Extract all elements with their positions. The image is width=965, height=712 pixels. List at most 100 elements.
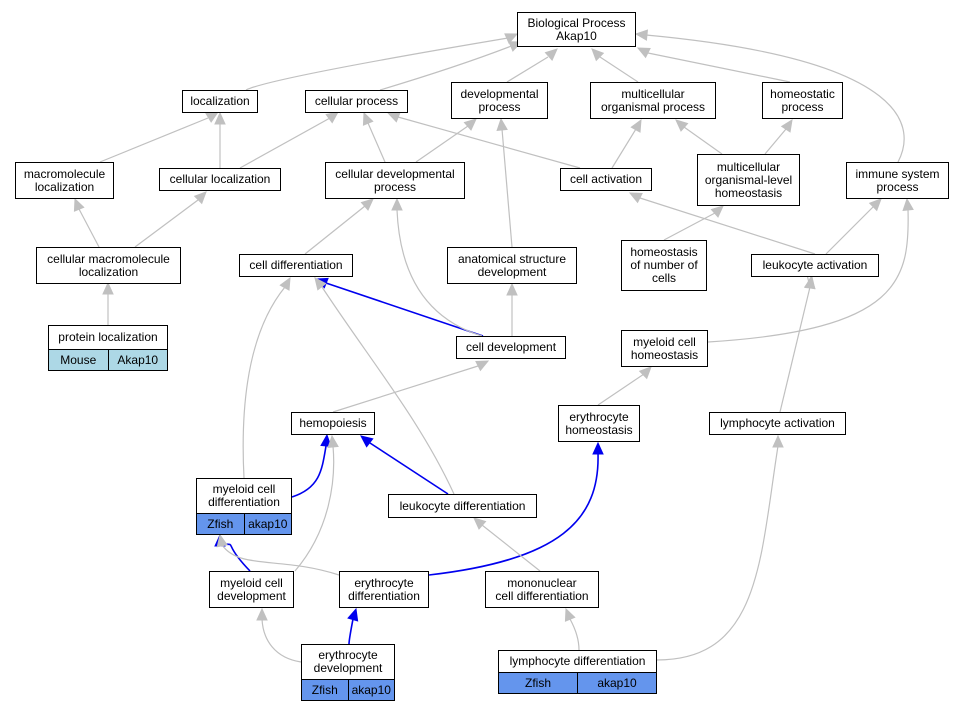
node-label: anatomical structure development (457, 251, 567, 279)
edge-arrowhead (630, 118, 642, 133)
node-label: cellular macromolecule localization (47, 251, 170, 279)
edge-line (779, 286, 811, 413)
edge-arrowhead (710, 205, 724, 218)
node-label: macromolecule localization (23, 166, 106, 194)
node-localization[interactable]: localization (182, 90, 258, 113)
edge-arrowhead (564, 607, 576, 622)
edge-arrowhead (544, 48, 558, 61)
edge-arrowhead (592, 441, 604, 455)
node-anatomical-structure-development[interactable]: anatomical structure development (447, 247, 577, 284)
node-multicellular-organismal-process[interactable]: multicellular organismal process (590, 82, 716, 119)
annotation-gene: akap10 (243, 514, 291, 534)
edge-arrowhead (902, 197, 914, 212)
node-myeloid-cell-homeostasis[interactable]: myeloid cell homeostasis (621, 330, 708, 367)
node-label: erythrocyte differentiation (348, 575, 420, 603)
edge-arrowhead (475, 360, 490, 372)
node-myeloid-cell-development[interactable]: myeloid cell development (209, 571, 294, 608)
annotation-species: Mouse (49, 350, 108, 370)
edge-line (611, 128, 637, 169)
edge-line (428, 452, 599, 576)
node-mononuclear-cell-differentiation[interactable]: mononuclear cell differentiation (485, 571, 599, 608)
node-label: myeloid cell development (217, 575, 286, 603)
edge-line (134, 199, 199, 248)
node-label: erythrocyte homeostasis (565, 409, 633, 437)
node-label: hemopoiesis (299, 416, 367, 430)
edge-line (304, 205, 366, 255)
node-cellular-process[interactable]: cellular process (305, 90, 408, 113)
edge-arrowhead (868, 198, 882, 212)
node-developmental-process[interactable]: developmental process (451, 82, 548, 119)
edge-arrowhead (634, 29, 649, 41)
node-hemopoiesis[interactable]: hemopoiesis (291, 412, 375, 435)
node-biological-process[interactable]: Biological Process Akap10 (517, 12, 636, 47)
node-cellular-localization[interactable]: cellular localization (159, 168, 281, 191)
edge-arrowhead (386, 111, 401, 123)
edge-arrowhead (506, 282, 518, 296)
edge-line (396, 209, 483, 337)
node-leukocyte-differentiation[interactable]: leukocyte differentiation (388, 494, 537, 518)
node-cellular-macromolecule-localization[interactable]: cellular macromolecule localization (36, 247, 181, 284)
node-homeostasis-number-of-cells[interactable]: homeostasis of number of cells (621, 240, 707, 291)
edge-line (294, 445, 335, 572)
node-label: myeloid cell differentiation (208, 482, 280, 509)
edge-line (348, 618, 354, 645)
edge-arrowhead (463, 118, 477, 131)
edge-line (597, 373, 645, 406)
edge-arrowhead (216, 533, 228, 548)
annotation-species: Zfish (499, 673, 577, 693)
node-lymphocyte-activation[interactable]: lymphocyte activation (709, 412, 846, 435)
node-immune-system-process[interactable]: immune system process (846, 162, 949, 199)
edge-arrowhead (780, 118, 793, 133)
edge-arrowhead (362, 111, 374, 126)
node-cellular-developmental-process[interactable]: cellular developmental process (325, 162, 465, 199)
edge-arrowhead (504, 33, 519, 44)
edge-arrowhead (638, 366, 652, 380)
node-cell-activation[interactable]: cell activation (560, 168, 652, 191)
edge-arrowhead (256, 607, 268, 621)
node-label: mononuclear cell differentiation (495, 575, 589, 603)
edge-arrowhead (193, 191, 207, 205)
edge-arrowhead (314, 277, 327, 291)
node-label: erythrocyte development (313, 648, 383, 675)
edge-line (569, 618, 580, 651)
node-label: lymphocyte activation (720, 416, 835, 430)
annotation-gene: Akap10 (107, 350, 167, 370)
node-label: cell development (465, 340, 557, 354)
node-cell-development[interactable]: cell development (456, 336, 566, 359)
node-cell-differentiation[interactable]: cell differentiation (239, 254, 353, 277)
annotation-gene: akap10 (347, 680, 394, 700)
edge-arrowhead (327, 434, 339, 449)
node-macromolecule-localization[interactable]: macromolecule localization (15, 162, 114, 199)
edge-line (379, 44, 515, 91)
node-homeostatic-process[interactable]: homeostatic process (762, 82, 843, 119)
annotation-species: Zfish (302, 680, 348, 700)
edge-arrowhead (102, 281, 114, 295)
node-label: leukocyte differentiation (399, 498, 526, 513)
edge-arrowhead (391, 197, 403, 211)
edge-line (656, 445, 779, 661)
edge-line (501, 128, 513, 248)
edge-line (369, 442, 449, 495)
node-label: multicellular organismal process (600, 86, 706, 114)
node-label: homeostasis of number of cells (630, 245, 698, 285)
node-label: cell activation (569, 172, 643, 186)
node-label: leukocyte activation (762, 258, 868, 272)
node-multicellular-homeostasis[interactable]: multicellular organismal-level homeostas… (697, 154, 800, 206)
edge-arrowhead (772, 434, 784, 448)
node-leukocyte-activation[interactable]: leukocyte activation (751, 254, 879, 277)
node-label: localization (190, 94, 250, 108)
edge-line (825, 205, 875, 255)
node-erythrocyte-homeostasis[interactable]: erythrocyte homeostasis (558, 405, 640, 442)
node-label: multicellular organismal-level homeostas… (704, 159, 793, 200)
node-label: cell differentiation (249, 258, 343, 272)
edge-arrowhead (496, 117, 508, 132)
node-erythrocyte-differentiation[interactable]: erythrocyte differentiation (339, 571, 429, 608)
edge-arrowhead (473, 517, 487, 530)
